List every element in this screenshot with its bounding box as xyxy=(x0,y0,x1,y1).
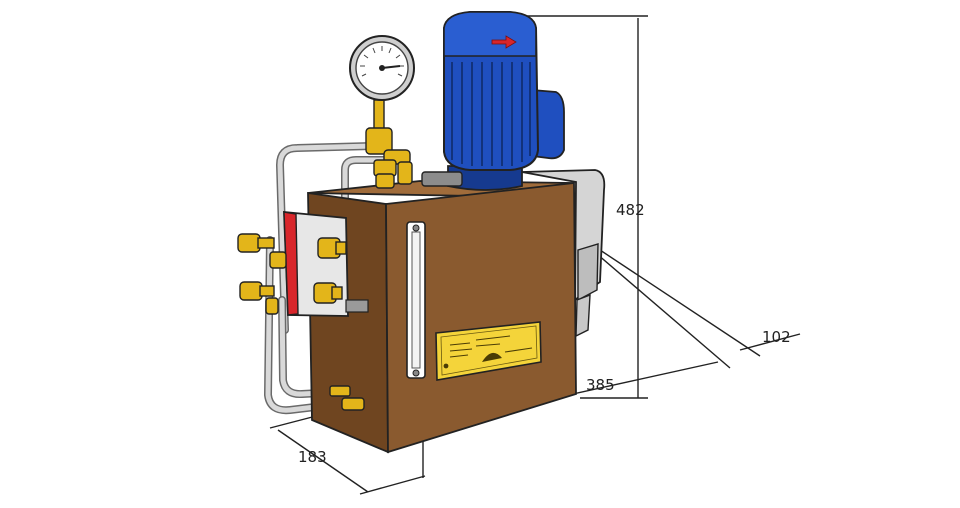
red-gasket xyxy=(283,211,299,316)
level-indicator-icon xyxy=(406,221,426,379)
length-dimension-label: 385 xyxy=(586,376,615,394)
pressure-gauge-icon xyxy=(349,35,415,101)
width-dim-line xyxy=(277,429,369,493)
offset-dim-line xyxy=(739,333,801,351)
tank-front xyxy=(385,181,577,454)
width-dimension-label: 183 xyxy=(298,448,327,466)
length-dim-ext-right xyxy=(589,247,731,369)
pipework xyxy=(263,142,396,415)
width-dim-ext-right xyxy=(359,475,426,495)
offset-dim-ext xyxy=(599,249,761,357)
dimension-labels: 482 385 183 102 xyxy=(298,201,791,466)
offset-dimension-label: 102 xyxy=(762,328,791,346)
manifold-fitting-bottom xyxy=(313,282,343,304)
electric-motor xyxy=(421,11,565,191)
manifold-fitting-top xyxy=(317,237,347,259)
motor-direction-arrow-icon xyxy=(491,35,517,49)
side-fitting-top xyxy=(237,233,287,269)
height-dimension-label: 482 xyxy=(616,201,645,219)
gauge-stem xyxy=(373,99,385,131)
name-plate xyxy=(435,321,542,381)
side-fitting-bottom xyxy=(239,281,279,315)
brass-fittings xyxy=(237,99,413,411)
pump-housing xyxy=(521,169,606,338)
